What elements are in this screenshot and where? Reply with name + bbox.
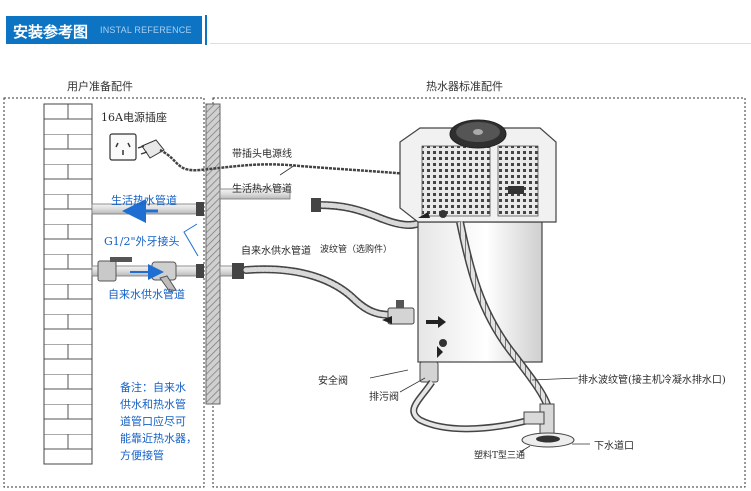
thread-joint-label: G1/2"外牙接头 [104, 235, 180, 248]
drain-hose [411, 380, 531, 431]
cold-corrugated-hose [243, 266, 395, 318]
brick-wall [43, 103, 93, 465]
socket-label: 16A电源插座 [101, 111, 167, 124]
condensate-leader [531, 377, 579, 381]
left-section-frame [3, 97, 205, 488]
right-section-frame [212, 97, 746, 488]
hot-outlet-port [439, 210, 447, 218]
front-grille [421, 145, 491, 217]
std-cold-nut [232, 263, 244, 279]
safety-valve-label: 安全阀 [318, 376, 348, 387]
safety-valve-body [382, 300, 415, 325]
note-line: 供水和热水管 [120, 398, 186, 411]
inlet-arrow-icon [426, 316, 446, 328]
std-cold-pipe-label: 自来水供水管道 [241, 246, 311, 257]
thread-joint-leader [183, 223, 199, 257]
floor-drain [521, 432, 575, 448]
hot-thread-joint [196, 202, 204, 216]
drain-hose-outline [410, 380, 531, 433]
plug-icon [137, 139, 165, 159]
drain-port [439, 339, 447, 347]
power-cord-leader [279, 164, 296, 176]
socket-icon [109, 133, 137, 161]
tee-label: 塑料T型三通 [474, 451, 526, 461]
drain-valve-leader [399, 377, 426, 393]
condensate-hose [457, 221, 551, 409]
page-subtitle: INSTAL REFERENCE [100, 25, 192, 35]
user-hot-pipe-label: 生活热水管道 [111, 194, 177, 207]
outlet-arrow-icon [418, 212, 430, 218]
page-title: 安装参考图 [13, 23, 89, 41]
std-hot-pipe-label: 生活热水管道 [232, 184, 292, 195]
safety-valve-leader [369, 369, 409, 379]
power-cord-label: 带插头电源线 [232, 149, 292, 160]
tee-leader [519, 445, 531, 453]
right-section-title: 热水器标准配件 [426, 80, 503, 93]
condensate-hose-label: 排水波纹管(接主机冷凝水排水口) [578, 375, 726, 386]
side-grille [497, 145, 539, 217]
hatched-wall [205, 103, 221, 405]
note-line: 备注：自来水 [120, 381, 186, 394]
tee-fitting [523, 403, 555, 435]
corrugated-label: 波纹管（选购件） [320, 245, 393, 255]
drain-valve-label: 排污阀 [369, 392, 399, 403]
left-section-title: 用户准备配件 [67, 80, 133, 93]
title-divider [210, 43, 751, 44]
title-box: 安装参考图 INSTAL REFERENCE [6, 16, 202, 44]
cold-thread-joint [196, 264, 204, 278]
heat-pump-water-heater [399, 119, 557, 363]
title-accent-bar [205, 15, 207, 45]
hot-hose-nut [311, 198, 321, 212]
std-hot-pipe [219, 188, 291, 200]
drain-valve-body [419, 346, 443, 383]
ball-valve [97, 257, 132, 282]
note-line: 方便接管 [120, 449, 164, 462]
note-line: 道管口应尽可 [120, 415, 186, 428]
power-cord [159, 148, 431, 178]
floor-drain-label: 下水道口 [594, 441, 634, 452]
user-cold-pipe-label: 自来水供水管道 [108, 288, 185, 301]
fan-icon [449, 119, 507, 149]
nameplate [508, 186, 524, 194]
note-line: 能靠近热水器， [120, 432, 197, 445]
